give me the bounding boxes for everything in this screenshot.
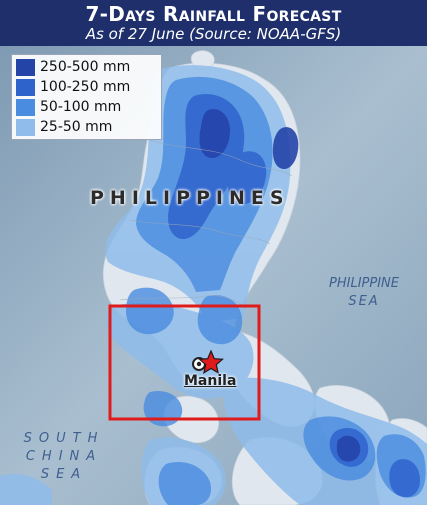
sea-label-philippine-sea: PHILIPPINE — [329, 276, 399, 291]
legend: 250-500 mm 100-250 mm 50-100 mm 25-50 mm — [11, 54, 162, 140]
legend-label: 25-50 mm — [40, 119, 113, 135]
legend-swatch — [16, 59, 35, 76]
legend-label: 50-100 mm — [40, 99, 122, 115]
sea-label-south-china-sea: SOUTH — [23, 431, 105, 446]
legend-swatch — [16, 99, 35, 116]
city-label: Manila — [184, 373, 237, 389]
legend-item: 100-250 mm — [16, 78, 158, 97]
sea-label-south-china-sea-2: CHINA — [25, 449, 103, 464]
map-canvas — [0, 46, 427, 505]
legend-item: 50-100 mm — [16, 98, 158, 117]
header-banner: 7-Days Rainfall Forecast As of 27 June (… — [0, 0, 427, 46]
legend-label: 100-250 mm — [40, 79, 131, 95]
legend-item: 25-50 mm — [16, 118, 158, 137]
legend-swatch — [16, 79, 35, 96]
sea-label-south-china-sea-3: SEA — [40, 467, 88, 482]
map-subtitle: As of 27 June (Source: NOAA-GFS) — [85, 25, 342, 43]
map-title: 7-Days Rainfall Forecast — [85, 2, 342, 26]
province-borders — [119, 139, 293, 309]
country-label: PHILIPPINES — [90, 187, 290, 209]
highlight-box — [108, 304, 261, 421]
city-dot-center — [196, 361, 202, 367]
sea-label-philippine-sea-2: SEA — [348, 294, 380, 309]
legend-item: 250-500 mm — [16, 58, 158, 77]
capital-star-icon — [198, 349, 224, 375]
legend-swatch — [16, 119, 35, 136]
legend-label: 250-500 mm — [40, 59, 131, 75]
rain-band-250-500 — [199, 109, 361, 462]
